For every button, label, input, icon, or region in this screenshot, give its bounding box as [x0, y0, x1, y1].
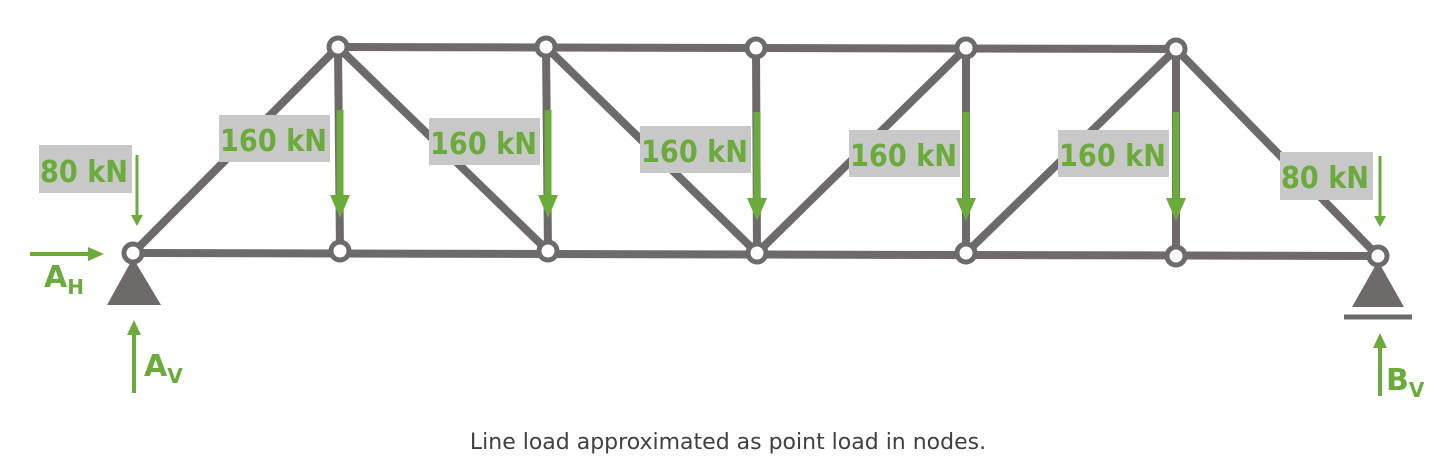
node-bottom-4 [954, 241, 978, 265]
truss-nodes [121, 35, 1390, 268]
node-bottom-3 [745, 241, 769, 265]
load-arrows [131, 110, 1386, 227]
reaction-label-a-horizontal: AH [44, 260, 84, 299]
load-label-5: 160 kN [1059, 139, 1166, 174]
load-label-end-right: 80 kN [1281, 161, 1369, 196]
node-bottom-a [121, 241, 145, 265]
node-top-3 [744, 36, 768, 60]
node-top-1 [326, 35, 350, 59]
node-bottom-2 [536, 239, 560, 263]
reaction-label-b-vertical: BV [1386, 363, 1425, 402]
support-b-roller [1344, 261, 1412, 320]
load-label-4: 160 kN [850, 139, 957, 174]
node-top-2 [534, 35, 558, 59]
end-diagonal-right [1172, 45, 1382, 260]
reaction-arrows [30, 247, 1387, 396]
node-bottom-5 [1164, 244, 1188, 268]
reaction-label-a-vertical: AV [144, 349, 183, 388]
support-a-pin [107, 258, 161, 305]
load-label-end-left: 80 kN [40, 155, 128, 190]
load-label-3: 160 kN [641, 135, 748, 170]
load-label-1: 160 kN [220, 124, 327, 159]
figure-caption: Line load approximated as point load in … [469, 430, 987, 455]
truss-diagram: 80 kN 160 kN 160 kN 160 kN 160 kN 160 kN… [30, 35, 1425, 402]
node-top-5 [1164, 37, 1188, 61]
load-label-backgrounds [39, 115, 1373, 200]
node-bottom-1 [328, 239, 352, 263]
load-label-2: 160 kN [430, 127, 537, 162]
node-bottom-b [1366, 244, 1390, 268]
node-top-4 [954, 36, 978, 60]
